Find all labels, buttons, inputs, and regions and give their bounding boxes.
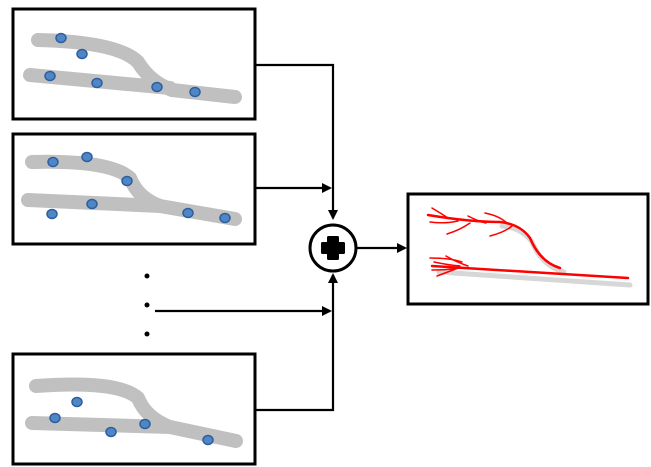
sample-point <box>219 212 231 224</box>
panel-frame <box>406 192 650 306</box>
sample-point <box>46 208 58 220</box>
panel-frame <box>11 352 257 466</box>
sum-operator <box>308 223 358 273</box>
sample-point <box>55 32 67 44</box>
sample-point <box>105 426 117 438</box>
connector-arrow-panel-1 <box>256 63 338 220</box>
sample-point <box>139 418 151 430</box>
ellipsis-dot <box>144 331 150 337</box>
output-panel <box>406 192 650 306</box>
sample-point <box>47 156 59 168</box>
sample-point <box>151 81 163 93</box>
sample-point <box>91 77 103 89</box>
sample-point <box>76 48 88 60</box>
input-panel-n <box>11 352 257 466</box>
ellipsis-dot <box>144 302 150 308</box>
connector-arrow-panel-n <box>256 273 338 412</box>
output-upper-branch <box>426 213 562 270</box>
sample-point <box>121 175 133 187</box>
sample-point <box>202 434 214 446</box>
input-panel-2 <box>11 132 257 246</box>
plus-icon <box>321 236 345 260</box>
output-vessel-tree <box>426 207 633 288</box>
sample-point <box>81 151 93 163</box>
output-trunk <box>430 264 630 280</box>
sample-point <box>86 198 98 210</box>
sample-point <box>44 70 56 82</box>
sample-point <box>182 207 194 219</box>
ellipsis <box>144 273 150 337</box>
connectors <box>155 63 407 412</box>
ellipsis-dot <box>144 273 150 279</box>
sample-point <box>49 412 61 424</box>
sample-point <box>71 396 83 408</box>
sample-point <box>189 86 201 98</box>
input-panel-1 <box>11 7 257 121</box>
